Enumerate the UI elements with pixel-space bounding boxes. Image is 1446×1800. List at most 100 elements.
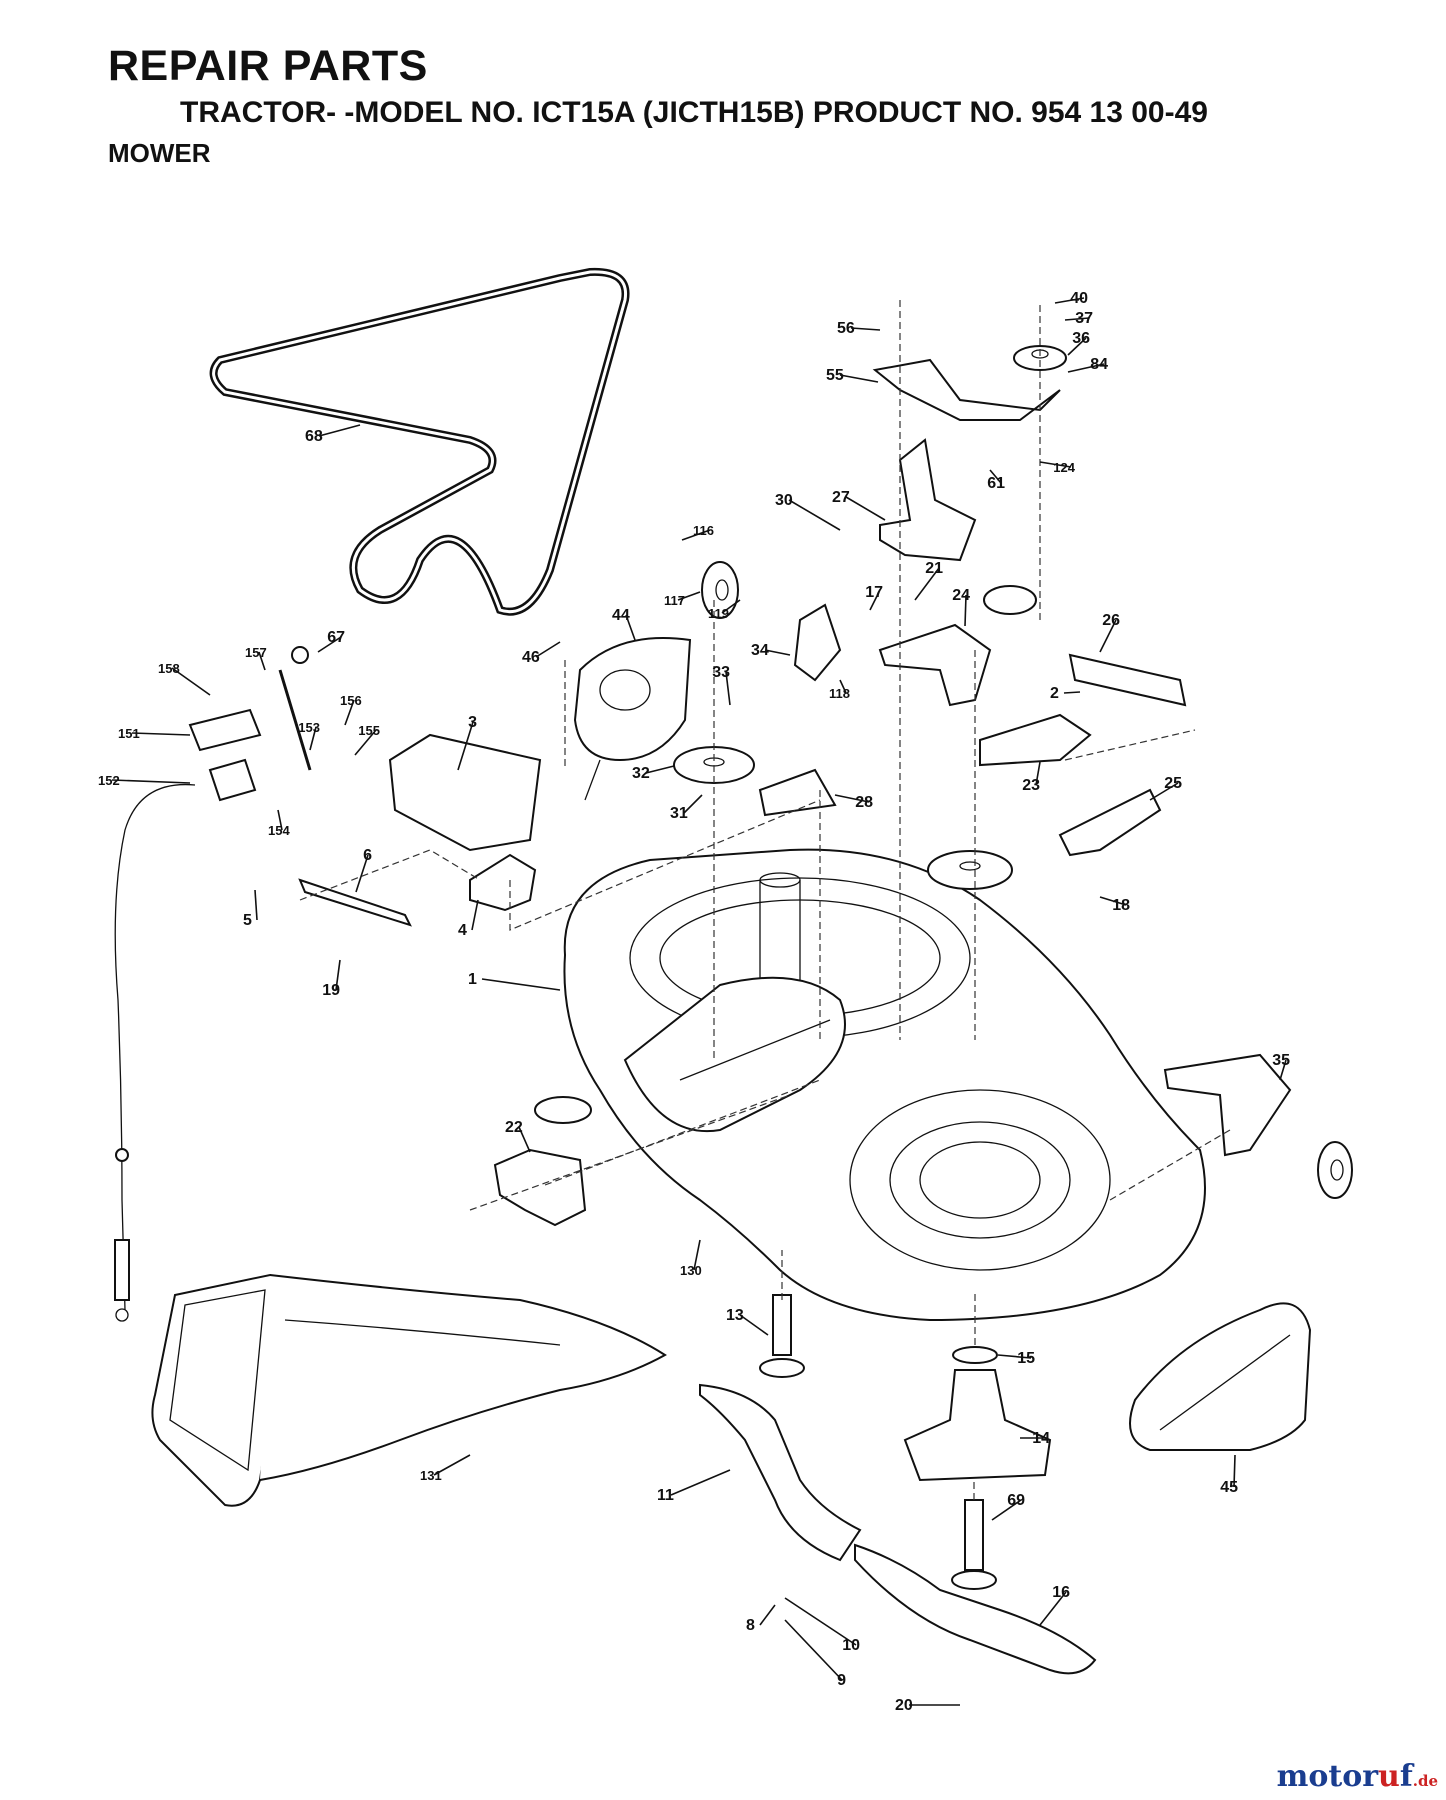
- bracket-34: [793, 603, 842, 682]
- page-title: REPAIR PARTS: [108, 42, 428, 90]
- bracket-25: [1058, 788, 1162, 857]
- callout-23: 23: [1022, 777, 1040, 794]
- callout-34: 34: [751, 642, 769, 659]
- callout-leader-15: [997, 1354, 1032, 1359]
- pulley-36-mid: [983, 585, 1037, 615]
- callout-117: 117: [664, 593, 685, 608]
- pulley-36-lower: [534, 1096, 592, 1124]
- bracket-22: [493, 1148, 587, 1227]
- callout-leader-116: [681, 529, 711, 541]
- callout-leader-151: [131, 732, 191, 736]
- callout-22: 22: [505, 1119, 523, 1136]
- callout-leader-30: [788, 499, 841, 531]
- callout-37: 37: [1075, 310, 1093, 327]
- callout-leader-45: [1233, 1454, 1236, 1488]
- callout-leader-1: [481, 978, 561, 991]
- callout-leader-157: [258, 651, 266, 671]
- spindle-shaft-13: [759, 1294, 805, 1378]
- callout-leader-11: [670, 1469, 731, 1496]
- callout-16: 16: [1052, 1584, 1070, 1601]
- callout-leader-28: [834, 794, 870, 803]
- callout-leader-44: [625, 614, 636, 641]
- callout-17: 17: [865, 584, 883, 601]
- callout-leader-3: [457, 721, 474, 771]
- callout-leader-46: [535, 641, 561, 658]
- callout-1: 1: [468, 971, 477, 988]
- callout-leader-68: [318, 424, 361, 437]
- callout-8: 8: [746, 1617, 755, 1634]
- bracket-24: [878, 623, 992, 707]
- bracket-23: [979, 713, 1092, 767]
- callout-131: 131: [420, 1468, 442, 1483]
- drive-belt: [209, 267, 630, 616]
- blade-16: [854, 1543, 1097, 1675]
- callout-67: 67: [327, 629, 345, 646]
- callout-116: 116: [693, 523, 714, 538]
- callout-leader-67: [317, 636, 342, 653]
- callout-44: 44: [612, 607, 630, 624]
- callout-leader-35: [1279, 1059, 1287, 1081]
- callout-leader-56: [850, 327, 881, 331]
- callout-leader-16: [1039, 1591, 1067, 1626]
- callout-leader-33: [725, 671, 731, 706]
- callout-10: 10: [842, 1637, 860, 1654]
- callout-18: 18: [1112, 897, 1130, 914]
- spindle-shaft-69: [951, 1499, 997, 1590]
- callout-leader-37: [1064, 317, 1090, 321]
- callout-27: 27: [832, 489, 850, 506]
- callout-leader-13: [739, 1314, 769, 1336]
- callout-leader-118: [839, 679, 847, 694]
- callout-leader-40: [1054, 297, 1085, 304]
- callout-leader-21: [914, 567, 940, 601]
- bracket-3: [388, 733, 542, 852]
- discharge-chute: [151, 1273, 667, 1507]
- callout-28: 28: [855, 794, 873, 811]
- callout-20: 20: [895, 1697, 913, 1714]
- bracket-26: [1068, 653, 1187, 707]
- model-subtitle: TRACTOR- -MODEL NO. ICT15A (JICTH15B) PR…: [180, 96, 1208, 129]
- callout-6: 6: [363, 847, 372, 864]
- callout-leader-36: [1067, 337, 1087, 356]
- callout-leader-158: [171, 667, 211, 696]
- callout-leader-24: [964, 594, 967, 627]
- callout-25: 25: [1164, 775, 1182, 792]
- callout-154: 154: [268, 823, 290, 838]
- callout-leader-153: [309, 726, 317, 751]
- callout-leader-27: [845, 496, 886, 521]
- idler-117-right: [1317, 1141, 1353, 1199]
- callout-leader-32: [645, 765, 675, 774]
- callout-leader-25: [1149, 782, 1179, 801]
- callout-leader-2: [1063, 691, 1081, 694]
- callout-3: 3: [468, 714, 477, 731]
- spindle-housing-14: [903, 1346, 1052, 1482]
- callout-24: 24: [952, 587, 970, 604]
- callout-leader-124: [1039, 461, 1072, 468]
- callout-9: 9: [837, 1672, 846, 1689]
- callout-55: 55: [826, 367, 844, 384]
- callout-11: 11: [657, 1487, 674, 1504]
- callout-26: 26: [1102, 612, 1120, 629]
- callout-leader-155: [354, 729, 377, 756]
- callout-151: 151: [118, 726, 140, 741]
- callout-leader-4: [471, 899, 479, 931]
- callout-5: 5: [243, 912, 252, 929]
- callout-40: 40: [1070, 290, 1088, 307]
- callout-leader-131: [433, 1454, 471, 1476]
- callout-157: 157: [245, 645, 267, 660]
- callout-14: 14: [1032, 1430, 1050, 1447]
- callout-84: 84: [1090, 356, 1108, 373]
- callout-leader-119: [721, 599, 741, 614]
- callout-leader-61: [989, 469, 1002, 484]
- callout-15: 15: [1017, 1350, 1035, 1367]
- blade-11: [699, 1383, 862, 1562]
- callout-130: 130: [680, 1263, 702, 1278]
- idler-117-left: [701, 561, 739, 619]
- callout-leader-34: [764, 649, 791, 656]
- bracket-35: [1163, 1053, 1292, 1157]
- bracket-28: [758, 768, 837, 817]
- callout-56: 56: [837, 320, 855, 337]
- callout-leader-8: [759, 1604, 776, 1626]
- idler-arm-55: [872, 345, 1067, 421]
- callout-61: 61: [987, 475, 1005, 492]
- callout-leader-6: [355, 854, 369, 893]
